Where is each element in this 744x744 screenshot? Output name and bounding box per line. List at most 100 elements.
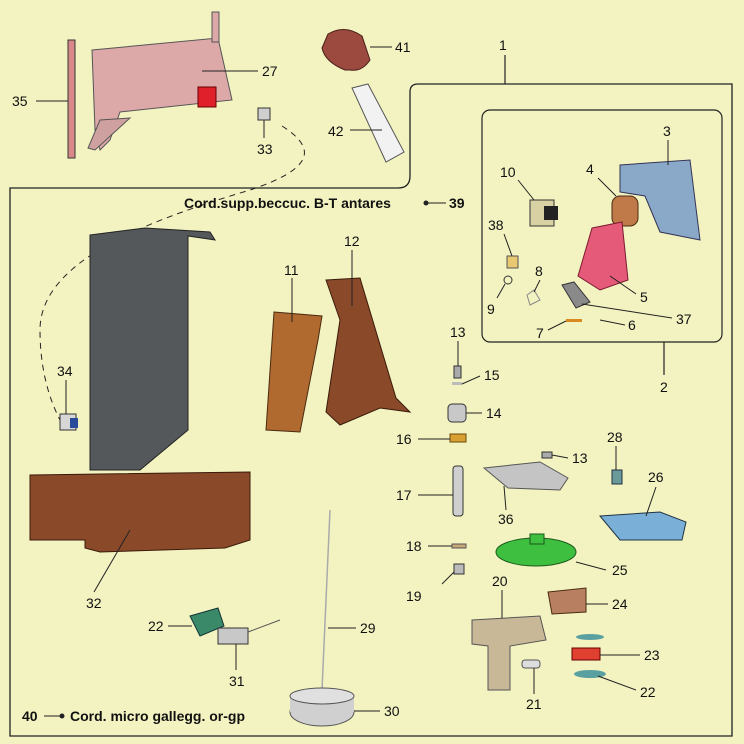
label-4: 4 [586, 161, 594, 177]
subassembly-2-box [481, 109, 723, 343]
part-41-cap [321, 29, 371, 71]
part-29-wire [321, 509, 331, 691]
leader-32 [93, 529, 131, 593]
part-33-connector [257, 107, 271, 121]
leader-37 [581, 303, 673, 319]
part-5-body [577, 221, 629, 291]
part-13-screw [453, 365, 462, 379]
label-28: 28 [607, 429, 623, 445]
label-23: 23 [644, 647, 660, 663]
label-13a: 13 [450, 324, 466, 340]
leader-10 [517, 179, 535, 201]
part-12-panel [325, 277, 412, 426]
caption-39-text: Cord.supp.beccuc. B-T antares [184, 195, 391, 211]
part-4-ring [611, 195, 639, 227]
part-35-rod [67, 39, 76, 159]
part-30-weight-top [289, 687, 355, 705]
part-27-tab [211, 11, 220, 43]
label-14: 14 [486, 405, 502, 421]
main-column [89, 227, 216, 471]
label-35: 35 [12, 93, 28, 109]
label-32: 32 [86, 595, 102, 611]
part-36-bracket [482, 461, 569, 491]
label-37: 37 [676, 311, 692, 327]
label-11: 11 [284, 262, 299, 278]
label-2: 2 [660, 379, 668, 395]
part-26-disc [598, 511, 687, 541]
leader-22b [597, 675, 637, 691]
part-21-washer [521, 659, 541, 669]
label-34: 34 [57, 363, 73, 379]
part-17-shaft [452, 465, 464, 517]
caption-40-text: Cord. micro gallegg. or-gp [70, 708, 245, 724]
label-24: 24 [612, 596, 628, 612]
leader-25 [575, 561, 607, 571]
label-6: 6 [628, 317, 636, 333]
label-13b: 13 [572, 450, 588, 466]
label-5: 5 [640, 289, 648, 305]
label-22a: 22 [148, 618, 164, 634]
label-42: 42 [328, 123, 344, 139]
part-34-switch-blue [70, 418, 78, 428]
leader-6 [599, 319, 626, 326]
caption-40-dot [59, 713, 65, 719]
label-30: 30 [384, 703, 400, 719]
part-27-bracket [87, 117, 132, 151]
leader-36 [503, 485, 507, 511]
part-38-spring [506, 255, 519, 269]
leader-19 [441, 571, 455, 585]
label-20: 20 [492, 573, 508, 589]
label-22b: 22 [640, 684, 656, 700]
part-27-red-clip [197, 86, 217, 108]
label-10: 10 [500, 164, 516, 180]
label-25: 25 [612, 562, 628, 578]
part-15-washer [452, 382, 462, 385]
part-14-bushing [447, 403, 467, 423]
part-23-coil [571, 647, 601, 661]
part-13b-screw [541, 451, 553, 459]
leader-13b [551, 454, 569, 459]
part-9-ring [503, 275, 513, 285]
label-26: 26 [648, 469, 664, 485]
part-3-plate [619, 159, 701, 241]
leader-38 [503, 233, 513, 257]
leader-7 [547, 320, 567, 331]
part-37-valve [561, 281, 591, 309]
label-18: 18 [406, 538, 422, 554]
leader-26 [645, 486, 657, 517]
part-11-panel [265, 311, 323, 433]
label-7: 7 [536, 325, 544, 341]
part-24-bracket [547, 587, 587, 615]
leader-9 [496, 283, 506, 299]
label-33: 33 [257, 141, 273, 157]
label-41: 41 [395, 39, 411, 55]
label-15: 15 [484, 367, 500, 383]
part-16-nut [449, 433, 467, 443]
part-42-tube [351, 83, 405, 163]
part-28-screw [611, 469, 623, 485]
part-22a-plate [189, 607, 225, 637]
part-19-cap [453, 563, 465, 575]
part-8-wire [526, 289, 541, 306]
label-12: 12 [344, 233, 360, 249]
part-18-pin [451, 543, 467, 549]
label-27: 27 [262, 63, 278, 79]
label-9: 9 [487, 301, 495, 317]
caption-39-number: 39 [449, 195, 465, 211]
part-7-pin [566, 319, 582, 322]
part-32-base [29, 471, 251, 553]
caption-40-number: 40 [22, 708, 38, 724]
label-17: 17 [396, 487, 412, 503]
label-3: 3 [663, 123, 671, 139]
label-36: 36 [498, 511, 514, 527]
assembly-frame-outline [9, 83, 733, 737]
part-25-gear-hub [529, 533, 545, 545]
label-29: 29 [360, 620, 376, 636]
label-38: 38 [488, 217, 504, 233]
label-8: 8 [535, 263, 543, 279]
label-16: 16 [396, 431, 412, 447]
label-31: 31 [229, 673, 245, 689]
leader-5 [609, 275, 637, 295]
